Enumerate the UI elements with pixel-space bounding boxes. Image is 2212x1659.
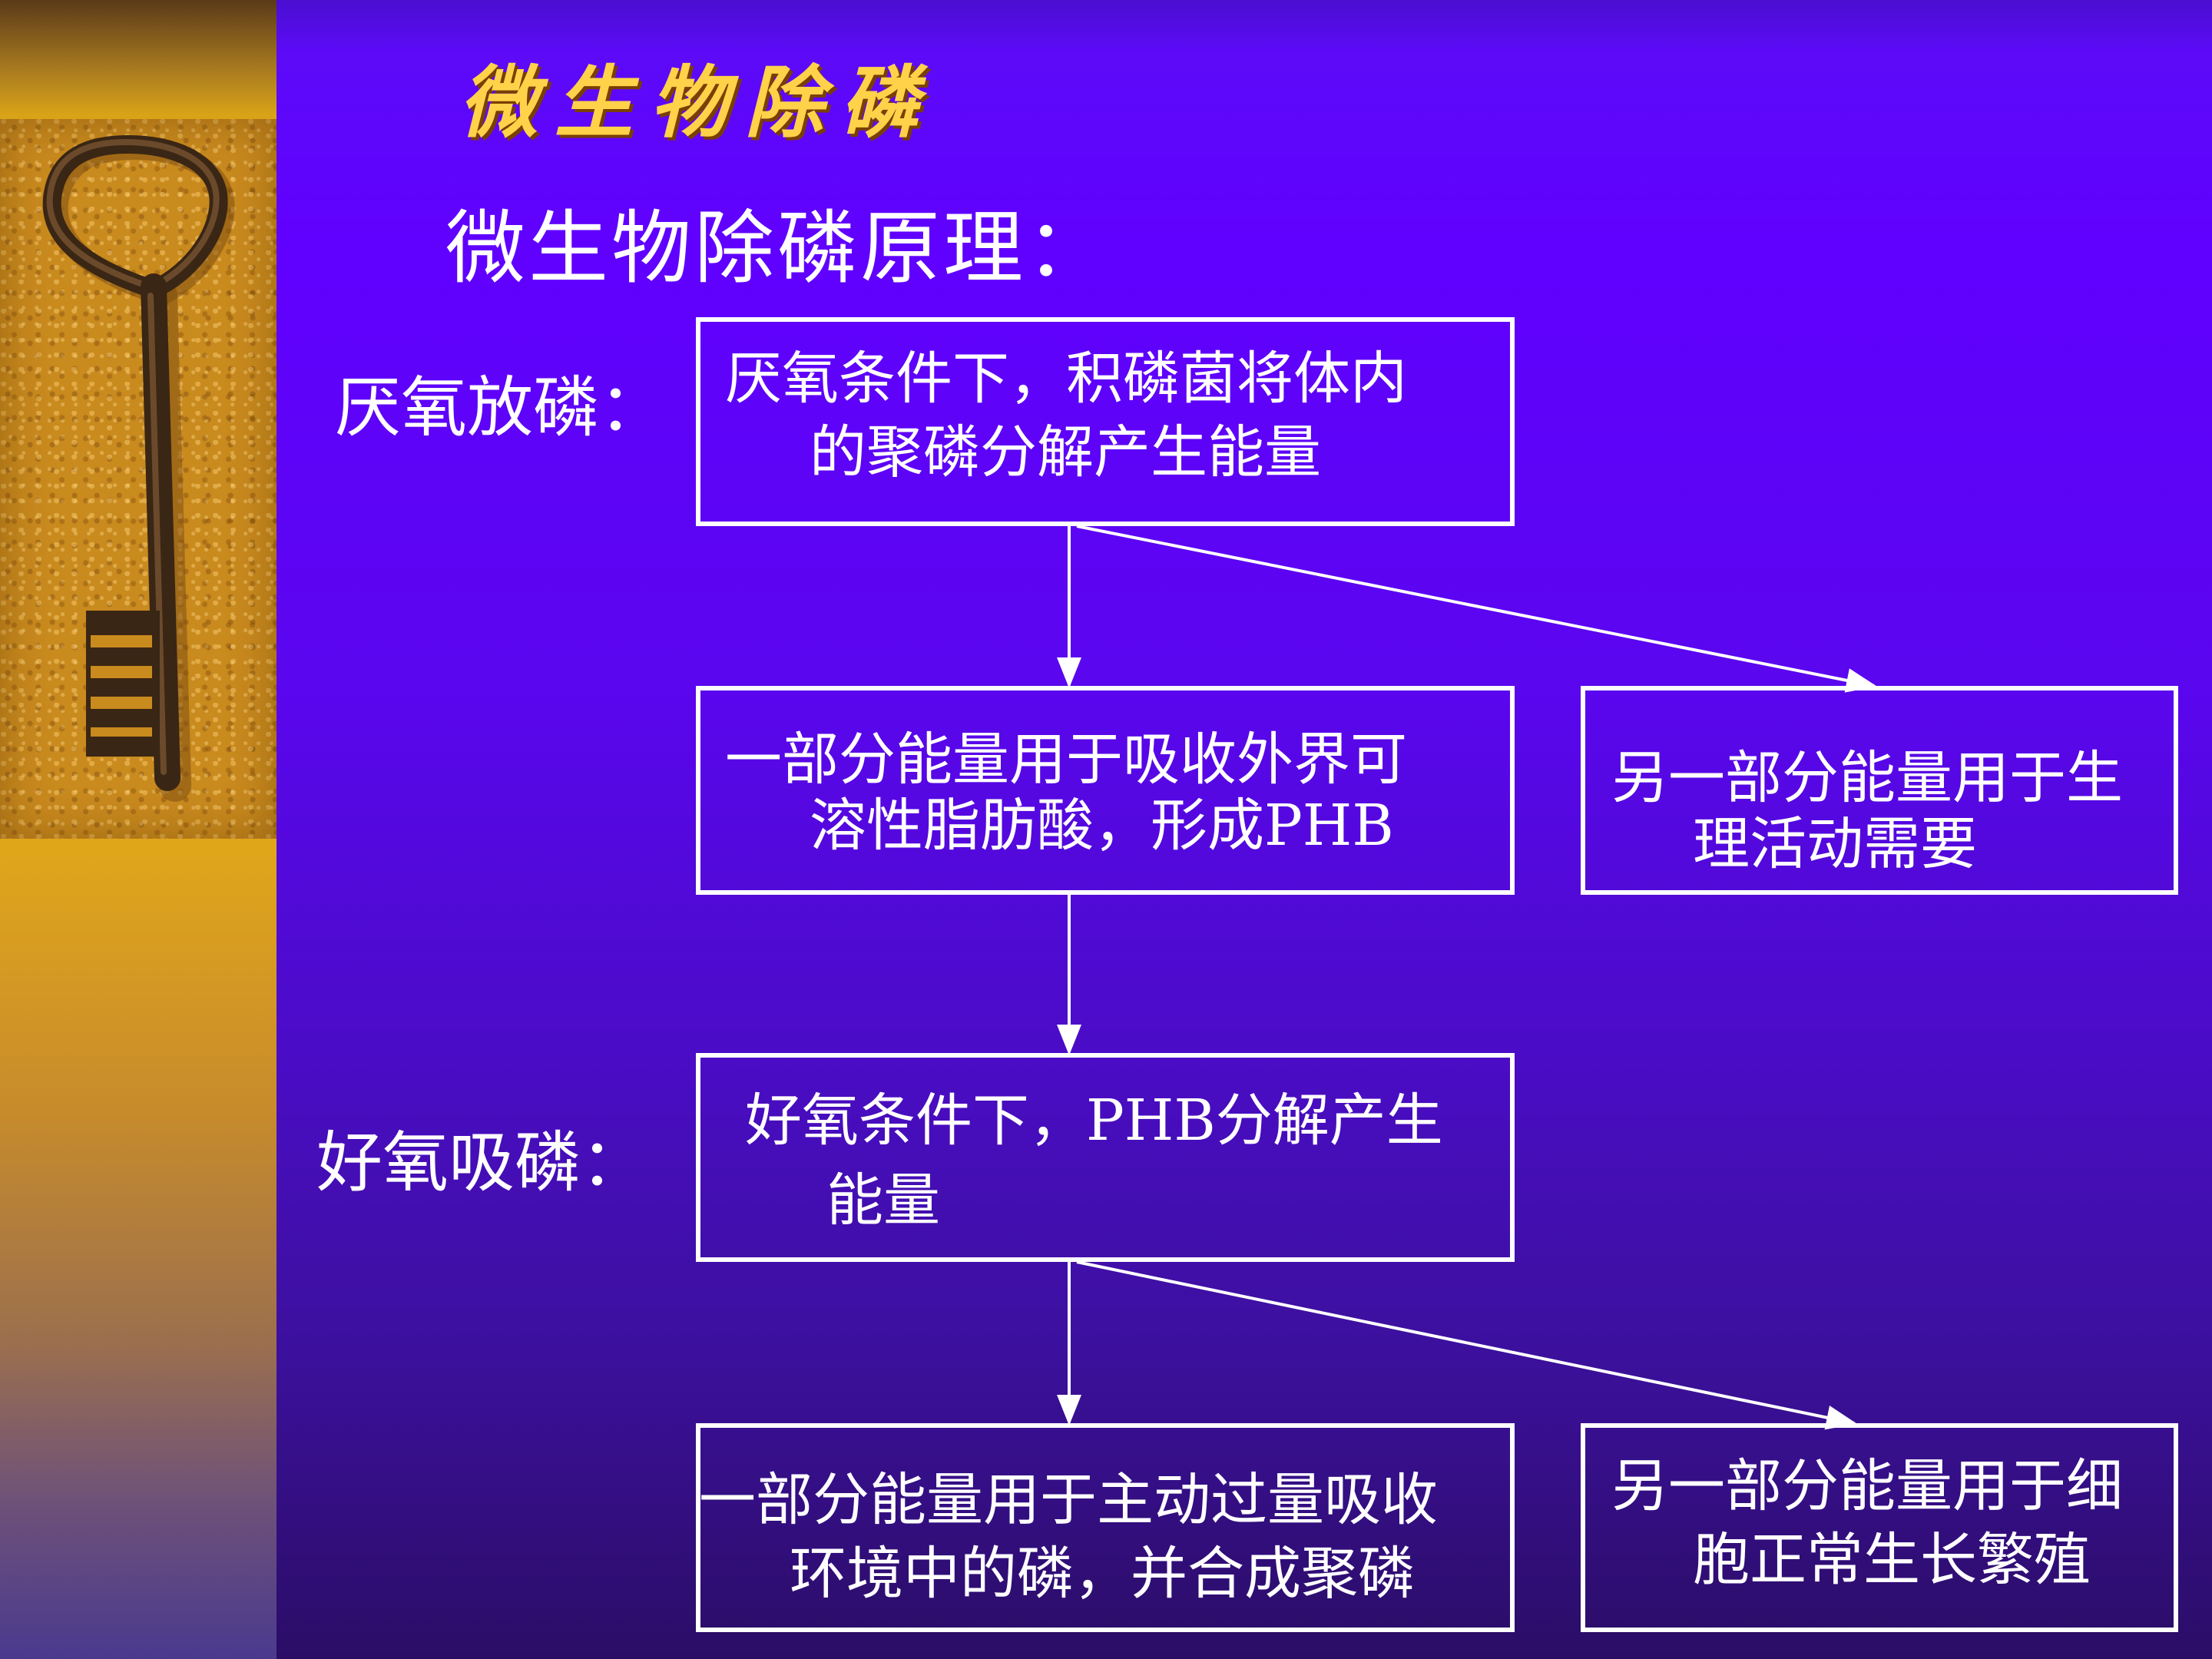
box-line: 另一部分能量用于细 [1611, 1453, 2123, 1519]
box-line: 一部分能量用于吸收外界可 [725, 727, 1407, 793]
box-line: 溶性脂肪酸，形成PHB [810, 793, 1394, 859]
box-line: 的聚磷分解产生能量 [810, 419, 1321, 485]
key-icon [42, 135, 235, 802]
box-line: 能量 [826, 1167, 940, 1233]
label-anaerobic: 厌氧放磷： [335, 369, 665, 446]
box-line: 胞正常生长繁殖 [1693, 1527, 2091, 1593]
box-energy-physiological: 另一部分能量用于生 理活动需要 [1581, 686, 2178, 895]
key-photo [0, 119, 276, 839]
box-energy-absorb-fatty-acids: 一部分能量用于吸收外界可 溶性脂肪酸，形成PHB [696, 686, 1515, 895]
box-line: 好氧条件下，PHB分解产生 [745, 1088, 1443, 1154]
label-aerobic: 好氧吸磷： [316, 1124, 647, 1201]
box-line: 理活动需要 [1693, 811, 1977, 877]
box-energy-uptake-phosphorus: 一部分能量用于主动过量吸收 环境中的磷，并合成聚磷 [696, 1423, 1515, 1632]
box-energy-cell-growth: 另一部分能量用于细 胞正常生长繁殖 [1581, 1423, 2178, 1632]
box-line: 环境中的磷，并合成聚磷 [790, 1541, 1415, 1607]
slide-subtitle: 微生物除磷原理： [445, 201, 1110, 295]
slide-title: 微生物除磷 [459, 57, 935, 149]
box-anaerobic-release: 厌氧条件下，积磷菌将体内 的聚磷分解产生能量 [696, 317, 1515, 526]
box-aerobic-phb: 好氧条件下，PHB分解产生 能量 [696, 1053, 1515, 1262]
box-line: 另一部分能量用于生 [1611, 745, 2123, 811]
box-line: 厌氧条件下，积磷菌将体内 [725, 346, 1407, 412]
box-line: 一部分能量用于主动过量吸收 [699, 1467, 1438, 1533]
